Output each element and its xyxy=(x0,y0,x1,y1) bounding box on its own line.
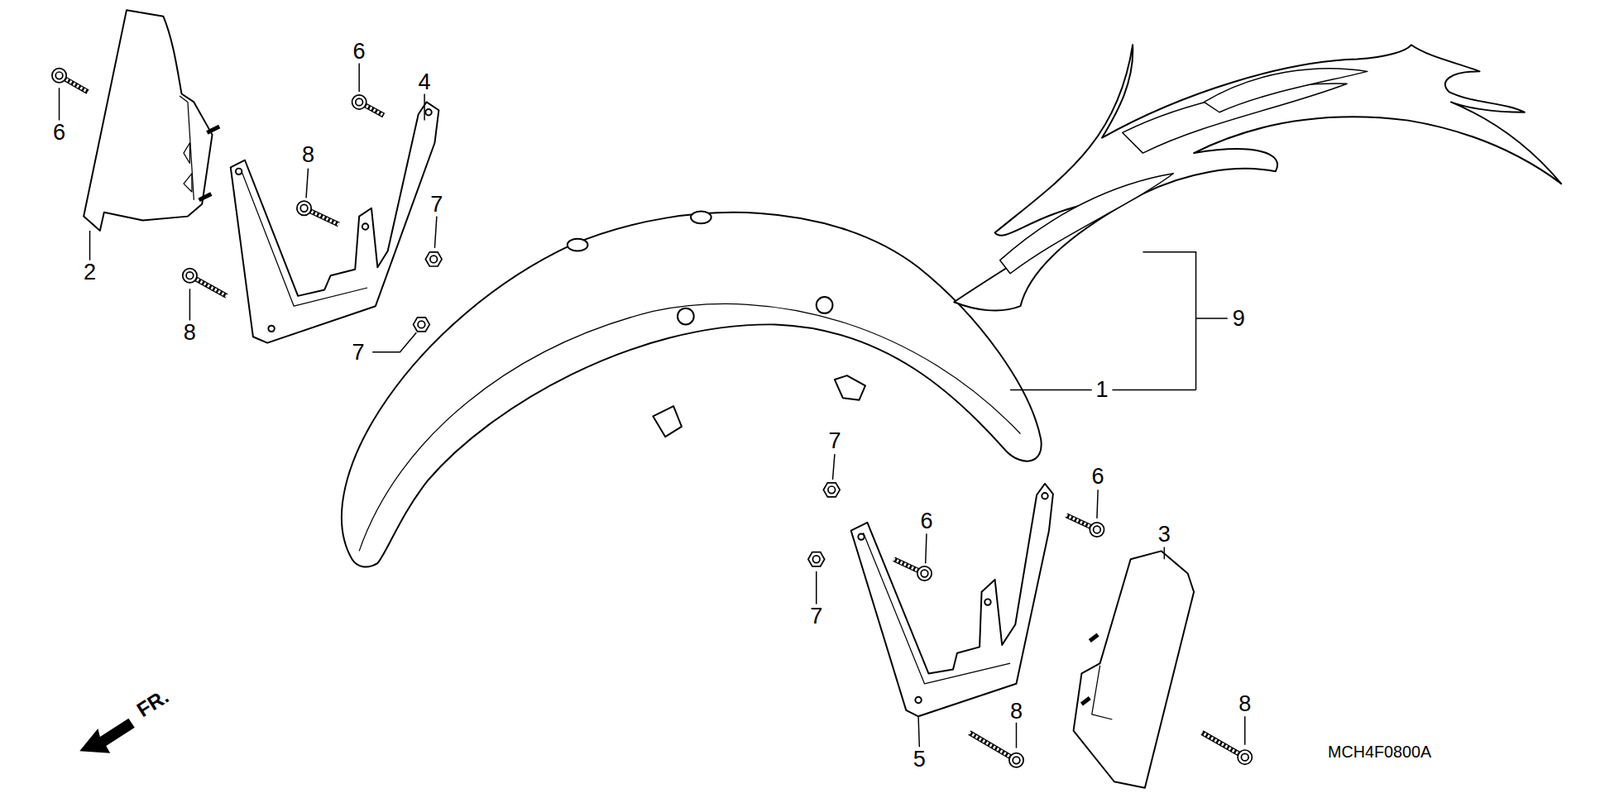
callout-number: 1 xyxy=(1096,378,1109,402)
drawing-code: MCH4F0800A xyxy=(1327,744,1432,762)
stud xyxy=(199,193,212,200)
callout-number: 3 xyxy=(1158,523,1171,547)
nut xyxy=(808,552,825,567)
stud xyxy=(206,126,220,133)
callout-number: 6 xyxy=(919,510,933,533)
callout-number: 7 xyxy=(828,429,841,452)
callout-number: 8 xyxy=(1238,692,1251,715)
fork-cover xyxy=(1073,550,1195,788)
flame-decal xyxy=(953,44,1562,311)
nut xyxy=(425,252,442,267)
callout-number: 4 xyxy=(418,70,432,93)
direction-label: FR. xyxy=(134,686,173,722)
callout-number: 6 xyxy=(1092,464,1105,488)
fender-stay xyxy=(230,101,440,343)
callout-number: 2 xyxy=(83,261,96,284)
callout-number: 9 xyxy=(1232,306,1246,330)
stud xyxy=(1089,635,1098,642)
callout-number: 7 xyxy=(809,604,823,628)
fork-cover xyxy=(83,9,212,231)
callout-number: 7 xyxy=(430,192,443,216)
bolt xyxy=(297,201,340,225)
callout-number: 8 xyxy=(301,143,315,167)
nut xyxy=(823,483,840,498)
front-fender xyxy=(341,212,1042,568)
callout-number: 7 xyxy=(351,340,365,364)
callout-number: 8 xyxy=(1010,699,1023,723)
callout-number: 6 xyxy=(52,121,66,144)
front-arrow xyxy=(79,718,135,754)
callout-number: 8 xyxy=(183,321,197,345)
callout-number: 6 xyxy=(353,39,366,63)
fender-stay xyxy=(851,483,1054,717)
bolt xyxy=(352,95,384,116)
callout-number: 5 xyxy=(913,747,926,771)
nut xyxy=(413,317,431,332)
bolt xyxy=(52,68,88,92)
stud xyxy=(1081,698,1090,705)
bolt xyxy=(1066,515,1105,537)
bolt xyxy=(969,732,1024,768)
